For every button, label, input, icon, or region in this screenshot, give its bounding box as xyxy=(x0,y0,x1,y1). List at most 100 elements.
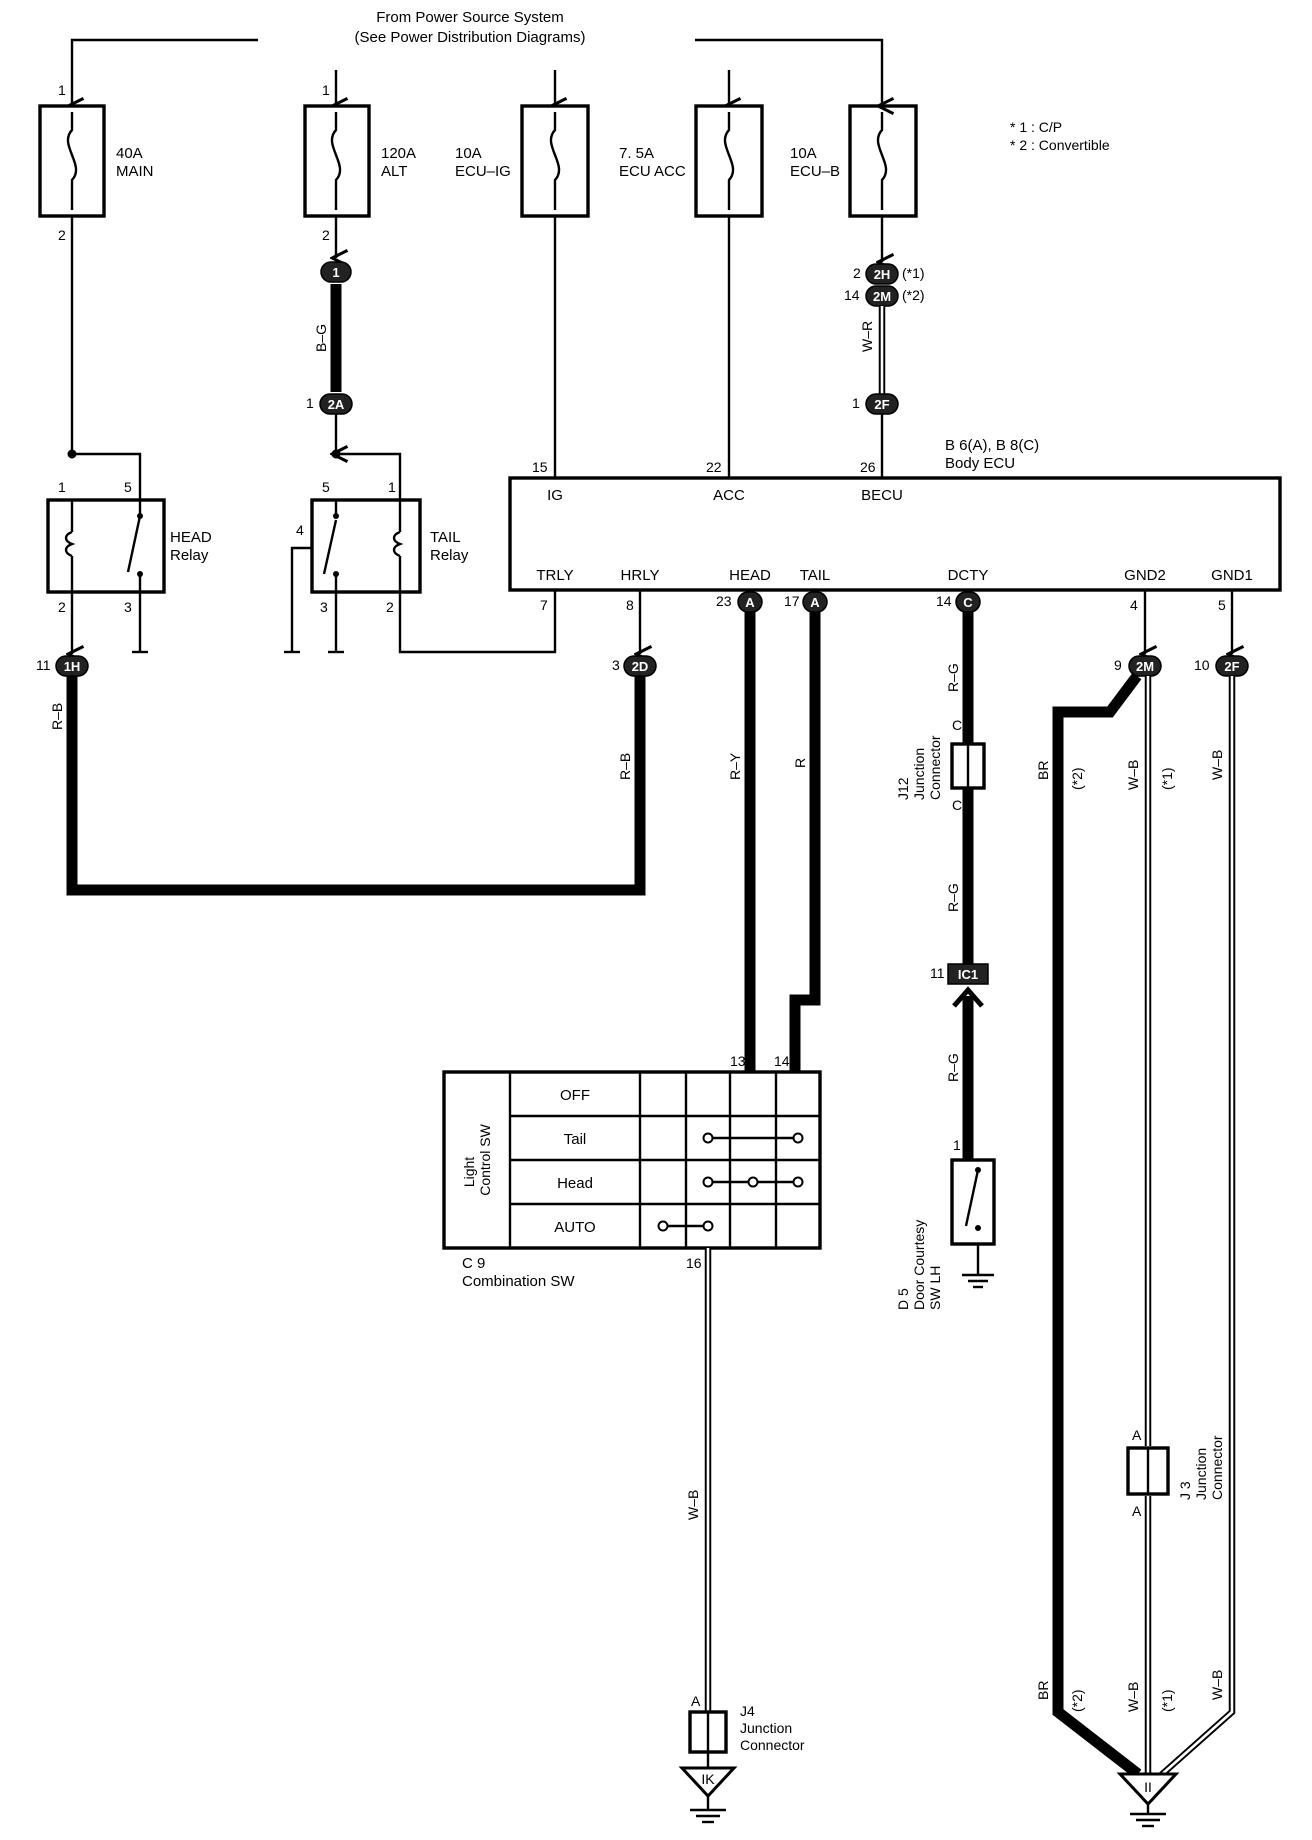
ecu-dcty: DCTY xyxy=(948,567,989,584)
switch-name: Combination SW xyxy=(462,1273,575,1290)
tail-relay-pin-3: 3 xyxy=(320,599,328,615)
tail-relay-pin-2: 2 xyxy=(386,599,394,615)
tail-relay-label-2: Relay xyxy=(430,547,469,564)
connector-a17-label: A xyxy=(810,595,820,610)
note-2: * 2 : Convertible xyxy=(1010,137,1110,153)
wire-rb-left-label: R–B xyxy=(49,703,65,730)
junction-j4-code: J4 xyxy=(740,1703,755,1719)
junction-j3-pin-bottom: A xyxy=(1132,1503,1142,1519)
connector-2m: 9 2M xyxy=(1114,655,1162,677)
switch-pin-14: 14 xyxy=(774,1053,790,1069)
door-sw-pin: 1 xyxy=(953,1137,961,1153)
wire-br-bot-label: BR xyxy=(1035,1681,1051,1700)
ecu-pin-4: 4 xyxy=(1130,597,1138,613)
junction-j4: A J4 Junction Connector xyxy=(688,1693,805,1754)
fuse-ecu-b-rating: 10A xyxy=(790,145,817,162)
ecu-pin-8: 8 xyxy=(626,597,634,613)
tail-relay-label: TAIL xyxy=(430,529,461,546)
connector-a17-pin: 17 xyxy=(784,593,800,609)
connector-2f-top-label: 2F xyxy=(874,397,889,412)
connector-1h: 11 1H xyxy=(36,655,89,677)
wire-wb-left-label: W–B xyxy=(685,1490,701,1520)
note-1: * 1 : C/P xyxy=(1010,119,1062,135)
wire-wr-label: W–R xyxy=(859,321,875,352)
connector-1h-pin: 11 xyxy=(36,657,51,673)
head-relay-pin-3: 3 xyxy=(124,599,132,615)
wire-rg3-label: R–G xyxy=(945,1053,961,1082)
wire-n2-top-label: (*2) xyxy=(1069,767,1085,790)
connector-ic1-label: IC1 xyxy=(958,967,978,982)
junction-j3-line2: Connector xyxy=(1209,1435,1225,1500)
junction-j4-line1: Junction xyxy=(740,1720,792,1736)
connector-c14-label: C xyxy=(963,595,973,610)
wire-br xyxy=(1052,672,1142,1779)
connector-1h-label: 1H xyxy=(64,659,81,674)
ecu-gnd1: GND1 xyxy=(1211,567,1253,584)
ecu-name: Body ECU xyxy=(945,455,1015,472)
wire-br-top-label: BR xyxy=(1035,761,1051,780)
junction-j3-code: J 3 xyxy=(1177,1481,1193,1500)
notes: * 1 : C/P * 2 : Convertible xyxy=(1010,119,1110,153)
head-relay-pin-5: 5 xyxy=(124,479,132,495)
wire-n2-bot-label: (*2) xyxy=(1069,1689,1085,1712)
wire-r-label: R xyxy=(792,758,808,768)
head-relay-label: HEAD xyxy=(170,529,212,546)
connector-2f: 10 2F xyxy=(1194,655,1249,677)
ecu-pin-26: 26 xyxy=(860,459,876,475)
wire-trly xyxy=(398,590,557,654)
junction-j12-pin-bottom: C xyxy=(952,797,962,813)
header-line2: (See Power Distribution Diagrams) xyxy=(355,29,586,46)
supply-line-right xyxy=(695,38,884,70)
head-relay-label-2: Relay xyxy=(170,547,209,564)
junction-j3-pin-top: A xyxy=(1132,1427,1142,1443)
ground-ii: II xyxy=(1116,1772,1180,1828)
connector-1: 1 xyxy=(320,261,352,283)
ecu-gnd2: GND2 xyxy=(1124,567,1166,584)
fuse-ecu-acc: 7. 5A ECU ACC xyxy=(619,70,764,218)
wire-n1-bot-label: (*1) xyxy=(1159,1689,1175,1712)
fuse-main: 1 40A MAIN 2 xyxy=(38,70,154,243)
connector-a23: 23 A xyxy=(716,591,763,613)
connector-2h: 2 2H (*1) xyxy=(853,263,925,285)
junction-j12-line1: Junction xyxy=(911,748,927,800)
junction-j12-code: J12 xyxy=(895,777,911,800)
switch-code: C 9 xyxy=(462,1255,485,1272)
fuse-alt-rating: 120A xyxy=(381,145,416,162)
connector-a23-pin: 23 xyxy=(716,593,732,609)
ground-ik: IK xyxy=(678,1766,738,1824)
ecu-hrly: HRLY xyxy=(621,567,660,584)
connector-2m-top-pin: 14 xyxy=(844,287,860,303)
switch-row-off: OFF xyxy=(560,1087,590,1104)
connector-a17: 17 A xyxy=(784,591,828,613)
body-ecu: B 6(A), B 8(C) Body ECU 15 22 26 IG ACC … xyxy=(508,437,1282,613)
junction-j3-line1: Junction xyxy=(1193,1448,1209,1500)
combination-switch: 13 14 Light Control SW OFF Tail Head AUT… xyxy=(442,1053,822,1290)
wire-r xyxy=(789,612,821,1072)
wire-rb-right-label: R–B xyxy=(617,753,633,780)
ecu-pin-5: 5 xyxy=(1218,597,1226,613)
wire-tail-relay-pin4-ground xyxy=(290,546,312,652)
connector-2h-note: (*1) xyxy=(902,265,925,281)
junction-j12: C C J12 Junction Connector xyxy=(895,717,986,813)
switch-title-1: Light xyxy=(461,1157,477,1187)
tail-relay-pin-4: 4 xyxy=(296,522,304,538)
switch-pin-13: 13 xyxy=(730,1053,746,1069)
switch-row-head: Head xyxy=(557,1175,593,1192)
fuse-main-rating: 40A xyxy=(116,145,143,162)
wire-rg1-label: R–G xyxy=(945,663,961,692)
head-relay: 1 5 HEAD Relay 2 3 xyxy=(46,479,212,615)
ecu-ig: IG xyxy=(547,487,563,504)
wire-wb-top-label: W–B xyxy=(1125,760,1141,790)
head-relay-pin-2: 2 xyxy=(58,599,66,615)
fuse-alt-pin-bottom: 2 xyxy=(322,227,330,243)
connector-ic1: 11 IC1 xyxy=(930,963,989,985)
ecu-pin-15: 15 xyxy=(532,459,548,475)
connector-a23-label: A xyxy=(745,595,755,610)
connector-ic1-pin: 11 xyxy=(930,965,945,981)
ecu-pin-22: 22 xyxy=(706,459,722,475)
connector-2a: 1 2A xyxy=(306,393,353,415)
ecu-trly: TRLY xyxy=(536,567,573,584)
fuse-main-pin-bottom: 2 xyxy=(58,227,66,243)
wire-wb2-bot-label: W–B xyxy=(1209,1670,1225,1700)
junction-j4-pin-top: A xyxy=(691,1693,701,1709)
